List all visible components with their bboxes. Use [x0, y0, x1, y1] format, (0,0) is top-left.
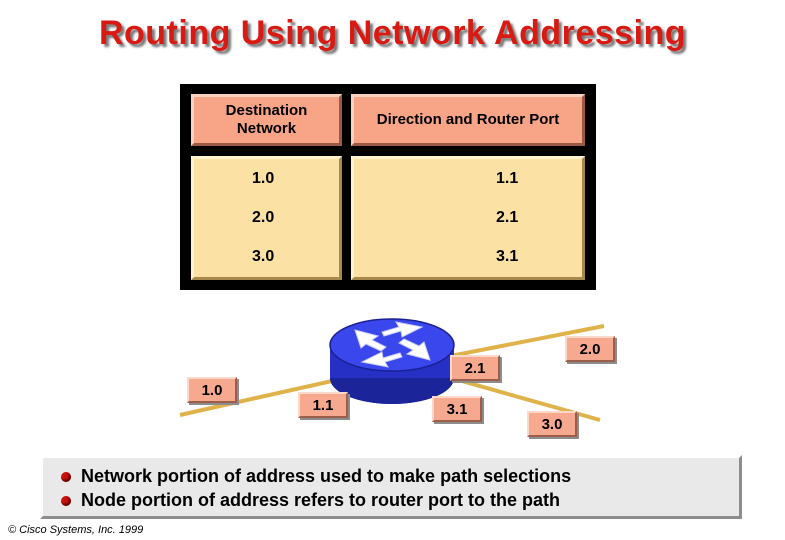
destination-network-header: Destination Network: [225, 102, 308, 137]
network-label-2: 2.0: [565, 336, 615, 362]
link-network-1: [179, 375, 351, 417]
port-label-1: 1.1: [298, 392, 348, 418]
network-label-text: 1.0: [201, 381, 223, 399]
network-label-3: 3.0: [527, 411, 577, 437]
network-links: [179, 318, 605, 422]
table-body-direction: [351, 156, 585, 280]
table-cell-port: 1.1: [496, 170, 519, 187]
network-label-1: 1.0: [187, 377, 237, 403]
link-network-2: [429, 324, 605, 362]
port-label-text: 3.1: [446, 400, 468, 418]
network-label-text: 3.0: [541, 415, 563, 433]
table-cell-port: 3.1: [496, 248, 519, 265]
direction-port-header: Direction and Router Port: [376, 111, 560, 128]
notes-panel: Network portion of address used to make …: [40, 455, 742, 519]
routing-table: Destination Network Direction and Router…: [180, 84, 596, 290]
router-diagram: 1.0 1.1 2.0 2.1 3.1 3.0: [0, 300, 785, 450]
table-header-direction: Direction and Router Port: [351, 94, 585, 146]
port-label-text: 2.1: [464, 359, 486, 377]
bullet-item: Node portion of address refers to router…: [61, 490, 560, 511]
copyright-text: © Cisco Systems, Inc. 1999: [8, 524, 144, 536]
port-label-3: 3.1: [432, 396, 482, 422]
router-icon: [329, 318, 455, 404]
bullet-text: Network portion of address used to make …: [81, 466, 572, 486]
table-cell-port: 2.1: [496, 209, 519, 226]
table-cell-network: 1.0: [252, 170, 275, 187]
table-cell-network: 2.0: [252, 209, 275, 226]
bullet-item: Network portion of address used to make …: [61, 466, 571, 487]
bullet-icon: [61, 495, 71, 506]
table-body-destination: [191, 156, 342, 280]
port-label-2: 2.1: [450, 355, 500, 381]
bullet-icon: [61, 471, 71, 482]
bullet-text: Node portion of address refers to router…: [81, 490, 561, 510]
port-label-text: 1.1: [312, 396, 334, 414]
table-header-destination: Destination Network: [191, 94, 342, 146]
page-title: Routing Using Network Addressing: [98, 14, 687, 52]
network-label-text: 2.0: [579, 340, 601, 358]
table-cell-network: 3.0: [252, 248, 275, 265]
